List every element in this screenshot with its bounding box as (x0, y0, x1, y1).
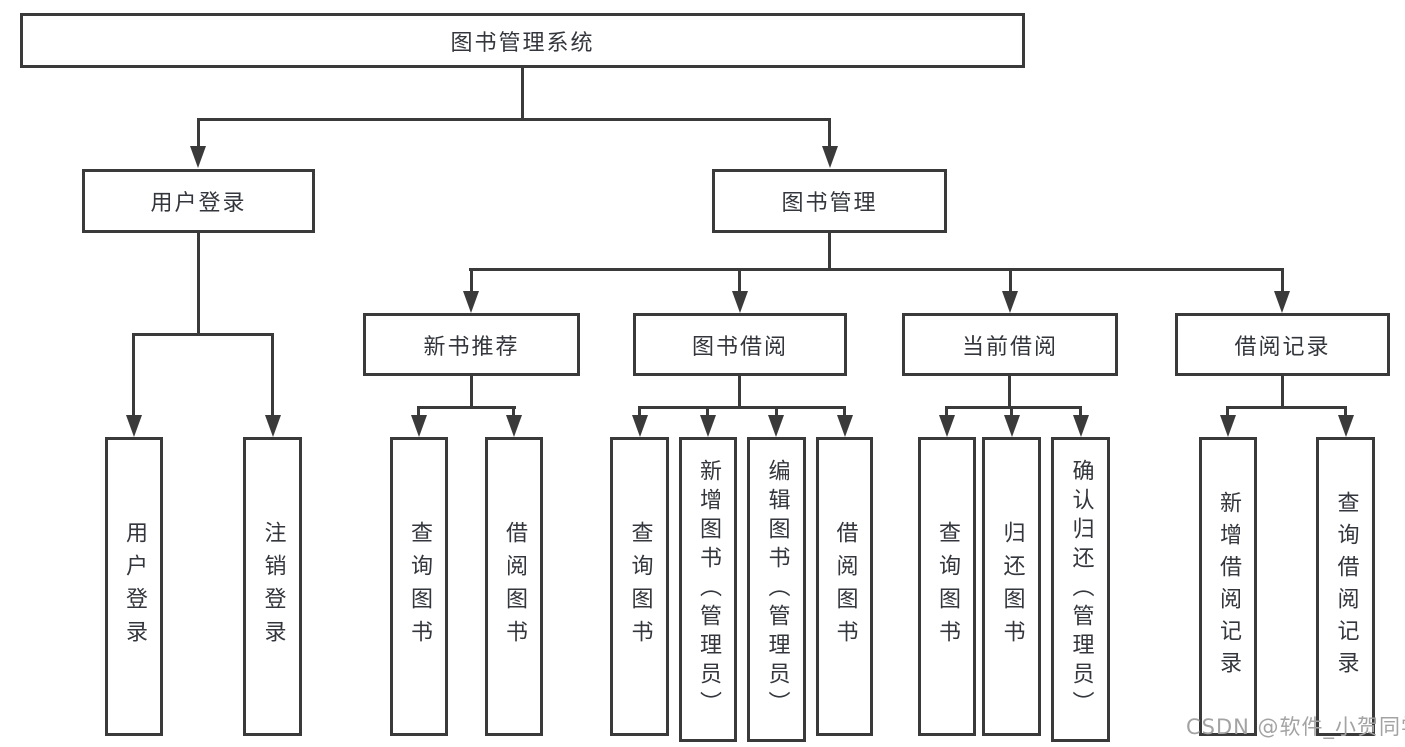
connector-line (1079, 406, 1082, 420)
connector-line (197, 118, 200, 150)
leaf-borrowing-borrow-book: 借阅图书 (816, 437, 873, 736)
node-user-login: 用户登录 (82, 169, 315, 233)
leaf-confirm-return-admin: 确认归还（管理员） (1051, 437, 1110, 742)
leaf-logout-label: 注销登录 (260, 520, 286, 653)
leaf-borrowing-borrow-book-label: 借阅图书 (832, 520, 858, 653)
csdn-watermark: CSDN @软件_小贺同学 (1186, 715, 1405, 739)
connector-line (1010, 406, 1013, 420)
node-new-book-recommend-label: 新书推荐 (423, 334, 520, 360)
node-borrowing-records: 借阅记录 (1175, 313, 1390, 376)
leaf-edit-book-admin-label: 编辑图书（管理员） (764, 459, 790, 720)
connector-line (417, 406, 516, 409)
leaf-newrec-query-book: 查询图书 (390, 437, 448, 736)
arrow-down-icon (768, 415, 784, 437)
connector-line (738, 268, 741, 295)
leaf-borrowing-query-book-label: 查询图书 (627, 520, 653, 653)
node-current-borrowing-label: 当前借阅 (961, 334, 1058, 360)
arrow-down-icon (822, 146, 838, 168)
arrow-down-icon (463, 291, 479, 313)
connector-line (521, 66, 524, 121)
arrow-down-icon (265, 415, 281, 437)
node-book-management: 图书管理 (712, 169, 947, 233)
connector-line (738, 374, 741, 409)
leaf-confirm-return-admin-label: 确认归还（管理员） (1068, 459, 1094, 720)
leaf-current-query-book-label: 查询图书 (935, 520, 960, 653)
connector-line (1344, 406, 1347, 420)
connector-line (775, 406, 778, 420)
node-new-book-recommend: 新书推荐 (363, 313, 580, 376)
leaf-newrec-query-book-label: 查询图书 (407, 520, 432, 653)
node-root-system-label: 图书管理系统 (450, 30, 595, 56)
arrow-down-icon (1073, 415, 1089, 437)
connector-line (638, 406, 846, 409)
arrow-down-icon (190, 146, 206, 168)
arrow-down-icon (700, 415, 716, 437)
leaf-borrowing-query-book: 查询图书 (610, 437, 669, 736)
arrow-down-icon (837, 415, 853, 437)
connector-line (1008, 374, 1011, 409)
connector-line (132, 333, 274, 336)
connector-line (638, 406, 641, 420)
leaf-edit-book-admin: 编辑图书（管理员） (747, 437, 806, 742)
leaf-add-book-admin-label: 新增图书（管理员） (696, 459, 721, 720)
leaf-add-borrow-record: 新增借阅记录 (1199, 437, 1257, 736)
node-book-management-label: 图书管理 (781, 191, 878, 216)
node-current-borrowing: 当前借阅 (902, 313, 1118, 376)
connector-line (1281, 374, 1284, 409)
connector-line (945, 406, 1082, 409)
arrow-down-icon (126, 415, 142, 437)
connector-line (843, 406, 846, 420)
connector-line (828, 231, 831, 271)
arrow-down-icon (1004, 415, 1020, 437)
node-book-borrowing-label: 图书借阅 (691, 334, 788, 360)
leaf-user-login-label: 用户登录 (122, 520, 147, 653)
connector-line (945, 406, 948, 420)
arrow-down-icon (1274, 291, 1290, 313)
arrow-down-icon (939, 415, 955, 437)
connector-line (828, 118, 831, 150)
connector-line (469, 268, 1284, 271)
connector-line (417, 406, 420, 420)
leaf-return-book: 归还图书 (982, 437, 1041, 736)
leaf-add-book-admin: 新增图书（管理员） (679, 437, 737, 742)
node-book-borrowing: 图书借阅 (633, 313, 847, 376)
leaf-query-borrow-record-label: 查询借阅记录 (1333, 490, 1359, 683)
arrow-down-icon (411, 415, 427, 437)
arrow-down-icon (632, 415, 648, 437)
arrow-down-icon (1220, 415, 1236, 437)
leaf-return-book-label: 归还图书 (999, 520, 1025, 653)
node-borrowing-records-label: 借阅记录 (1234, 334, 1331, 360)
connector-line (512, 406, 515, 420)
connector-line (1281, 268, 1284, 295)
connector-line (1009, 268, 1012, 295)
arrow-down-icon (1002, 291, 1018, 313)
connector-line (706, 406, 709, 420)
connector-line (470, 374, 473, 409)
leaf-query-borrow-record: 查询借阅记录 (1316, 437, 1375, 736)
arrow-down-icon (1338, 415, 1354, 437)
leaf-newrec-borrow-book: 借阅图书 (485, 437, 543, 736)
connector-line (1226, 406, 1347, 409)
leaf-logout: 注销登录 (243, 437, 302, 736)
leaf-user-login: 用户登录 (105, 437, 163, 736)
connector-line (197, 231, 200, 336)
arrow-down-icon (732, 291, 748, 313)
connector-line (197, 118, 831, 121)
node-root-system: 图书管理系统 (20, 13, 1025, 68)
connector-line (1226, 406, 1229, 420)
connector-line (132, 333, 135, 418)
node-user-login-label: 用户登录 (150, 191, 247, 216)
connector-line (470, 268, 473, 295)
leaf-add-borrow-record-label: 新增借阅记录 (1216, 490, 1241, 683)
arrow-down-icon (506, 415, 522, 437)
connector-line (271, 333, 274, 418)
leaf-current-query-book: 查询图书 (918, 437, 976, 736)
leaf-newrec-borrow-book-label: 借阅图书 (502, 520, 527, 653)
